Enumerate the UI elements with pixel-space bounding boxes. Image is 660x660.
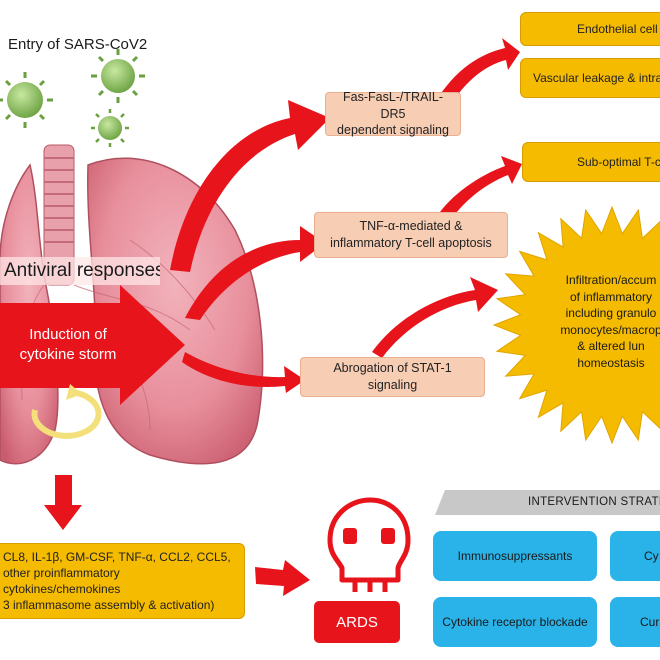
antiviral-responses-label: Antiviral responses	[0, 257, 160, 285]
arrow-to-fas	[170, 100, 330, 272]
cytokines-box: CL8, IL-1β, GM-CSF, TNF-α, CCL2, CCL5, o…	[0, 543, 245, 619]
virus-icon-3	[91, 109, 129, 147]
vascular-outcome-box: Vascular leakage & intrav	[520, 58, 660, 98]
feedback-loop-icon	[31, 389, 102, 439]
intervention-banner-shape	[435, 490, 660, 515]
tnf-pathway-box: TNF-α-mediated & inflammatory T-cell apo…	[314, 212, 508, 258]
virus-icon-1	[0, 72, 53, 128]
arrow-to-ards	[255, 560, 310, 596]
intervention-immunosuppressants: Immunosuppressants	[433, 531, 597, 581]
trachea	[43, 144, 75, 286]
intervention-item-cy: Cy	[610, 531, 660, 581]
cytokine-storm-label: Induction of cytokine storm	[19, 326, 117, 364]
endothelial-outcome-box: Endothelial cell	[520, 12, 660, 46]
virus-icon-2	[91, 49, 145, 103]
arrow-tnf-to-suboptimal	[436, 156, 522, 224]
intervention-cytokine-receptor-blockade: Cytokine receptor blockade	[433, 597, 597, 647]
down-arrow	[44, 475, 82, 530]
arrow-to-stat	[182, 352, 305, 393]
infiltration-starburst	[492, 205, 660, 445]
entry-label: Entry of SARS-CoV2	[8, 36, 148, 53]
ards-box: ARDS	[314, 601, 400, 643]
cytokine-storm-arrow	[0, 285, 185, 405]
stat-pathway-box: Abrogation of STAT-1 signaling	[300, 357, 485, 397]
arrow-stat-to-infiltration	[372, 277, 498, 358]
intervention-title: INTERVENTION STRATEG	[528, 496, 660, 508]
arrow-to-tnf	[185, 226, 325, 320]
suboptimal-outcome-box: Sub-optimal T-ce	[522, 142, 660, 182]
infiltration-outcome-text: Infiltration/accum of inflammatory inclu…	[560, 273, 660, 370]
fas-pathway-box: Fas-FasL-/TRAIL-DR5 dependent signaling	[325, 90, 461, 137]
skull-icon	[327, 497, 411, 592]
intervention-item-cur: Cur	[610, 597, 660, 647]
